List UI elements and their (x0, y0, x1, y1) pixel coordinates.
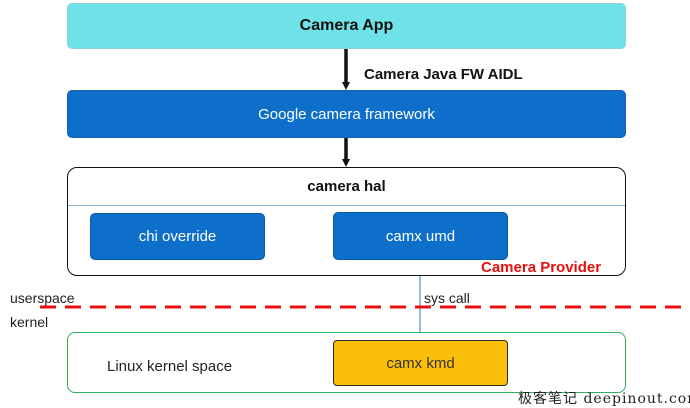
camera-provider-label: Camera Provider (481, 259, 602, 276)
sys-call-label: sys call (424, 290, 470, 306)
userspace-label: userspace (10, 290, 75, 306)
kernel-label: kernel (10, 314, 49, 330)
camera-hal-title: camera hal (68, 168, 625, 204)
camx-kmd-label: camx kmd (386, 354, 455, 372)
camera-app-label: Camera App (299, 17, 394, 34)
camx-kmd-box: camx kmd (333, 340, 508, 386)
chi-override-label: chi override (138, 228, 217, 245)
camx-umd-box: camx umd (333, 212, 508, 260)
camera-hal-label: camera hal (307, 177, 386, 195)
watermark: 极客笔记 deepinout.com (518, 391, 690, 407)
camera-hal-separator (68, 205, 625, 206)
chi-override-box: chi override (90, 213, 265, 260)
aidl-label: Camera Java FW AIDL (364, 66, 523, 83)
google-camera-framework-label: Google camera framework (258, 105, 435, 123)
google-camera-framework-box: Google camera framework (67, 90, 626, 138)
camera-app-box: Camera App (67, 3, 626, 49)
linux-kernel-space-label: Linux kernel space (107, 358, 233, 375)
camx-umd-label: camx umd (385, 227, 456, 245)
